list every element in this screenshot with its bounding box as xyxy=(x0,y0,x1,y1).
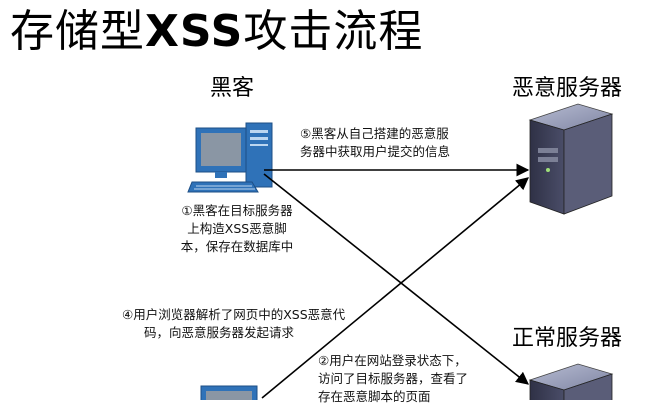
arrow-user-to-malicious-server xyxy=(261,177,529,399)
step5-note: ⑤黑客从自己搭建的恶意服 务器中获取用户提交的信息 xyxy=(300,126,451,159)
hacker-label: 黑客 xyxy=(210,76,255,101)
page-title: 存储型XSS攻击流程 xyxy=(10,2,423,62)
title-suffix: 攻击流程 xyxy=(243,6,424,57)
normal-server-icon xyxy=(528,363,614,400)
step4-note: ④用户浏览器解析了网页中的XSS恶意代 码，向恶意服务器发起请求 xyxy=(122,307,346,340)
hacker-computer-icon xyxy=(187,122,273,193)
title-prefix: 存储型 xyxy=(10,6,145,57)
user-computer-icon xyxy=(200,385,258,400)
arrow-hacker-to-normal-server xyxy=(263,173,530,385)
malicious-server-icon xyxy=(528,103,614,215)
normal-server-label: 正常服务器 xyxy=(512,326,623,351)
malicious-server-label: 恶意服务器 xyxy=(512,76,623,101)
title-highlight: XSS xyxy=(145,6,244,57)
step1-note: ①黑客在目标服务器 上构造XSS恶意脚 本，保存在数据库中 xyxy=(180,203,294,254)
step2-note: ②用户在网站登录状态下， 访问了目标服务器，查看了 存在恶意脚本的页面 xyxy=(318,353,469,404)
